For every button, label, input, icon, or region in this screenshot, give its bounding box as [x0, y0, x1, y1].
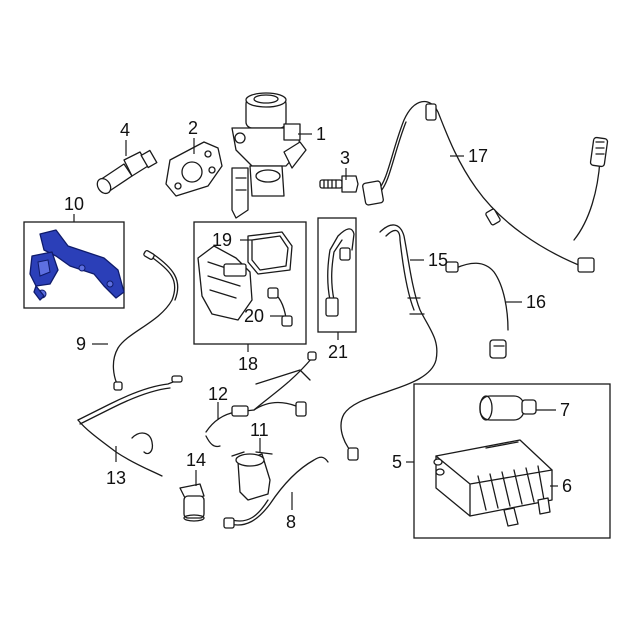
part-vapor-canister-6[interactable] [433, 439, 553, 527]
callout-7: 7 [560, 400, 570, 420]
callout-5: 5 [392, 452, 402, 472]
part-valve-14[interactable] [179, 483, 205, 522]
part-hose-21[interactable] [325, 228, 355, 317]
part-vapor-hose-15[interactable] [340, 224, 438, 461]
callout-15: 15 [428, 250, 448, 270]
part-vacuum-tube-9[interactable] [112, 249, 179, 391]
part-vacuum-tube-8[interactable] [223, 456, 329, 529]
part-cover-18[interactable] [197, 245, 253, 321]
part-bracket-highlight[interactable] [29, 229, 125, 301]
part-gasket-plate[interactable] [165, 141, 223, 197]
part-vacuum-tube-12[interactable] [205, 351, 317, 448]
callout-14: 14 [186, 450, 206, 470]
callout-10: 10 [64, 194, 84, 214]
callout-13: 13 [106, 468, 126, 488]
group-box-21 [317, 217, 357, 333]
part-egr-valve[interactable] [231, 92, 307, 219]
part-purge-valve-7[interactable] [479, 395, 537, 421]
callout-20: 20 [244, 306, 264, 326]
callout-4: 4 [120, 120, 130, 140]
part-sensor-harness-16[interactable] [445, 261, 509, 359]
callout-labels: 1 2 3 4 5 6 7 8 9 10 11 12 13 14 15 16 1… [64, 118, 572, 532]
callout-3: 3 [340, 148, 350, 168]
callout-9: 9 [76, 334, 86, 354]
callout-11: 11 [250, 420, 269, 440]
callout-12: 12 [208, 384, 228, 404]
part-hose-20[interactable] [267, 287, 293, 327]
part-oxygen-sensor-harness-17[interactable] [362, 101, 609, 273]
part-bolt[interactable] [319, 175, 359, 193]
part-vacuum-tube-13[interactable] [77, 375, 183, 477]
callout-21: 21 [328, 342, 348, 362]
callout-8: 8 [286, 512, 296, 532]
part-sensor[interactable] [95, 149, 158, 196]
callout-17: 17 [468, 146, 488, 166]
group-box-18 [193, 221, 307, 345]
part-filter-11[interactable] [231, 451, 273, 501]
leader-lines [73, 133, 558, 510]
callout-2: 2 [188, 118, 198, 138]
callout-19: 19 [212, 230, 232, 250]
callout-16: 16 [526, 292, 546, 312]
part-gasket-19[interactable] [247, 231, 293, 275]
group-box-5 [413, 383, 611, 539]
callout-6: 6 [562, 476, 572, 496]
callout-18: 18 [238, 354, 258, 374]
callout-1: 1 [316, 124, 326, 144]
